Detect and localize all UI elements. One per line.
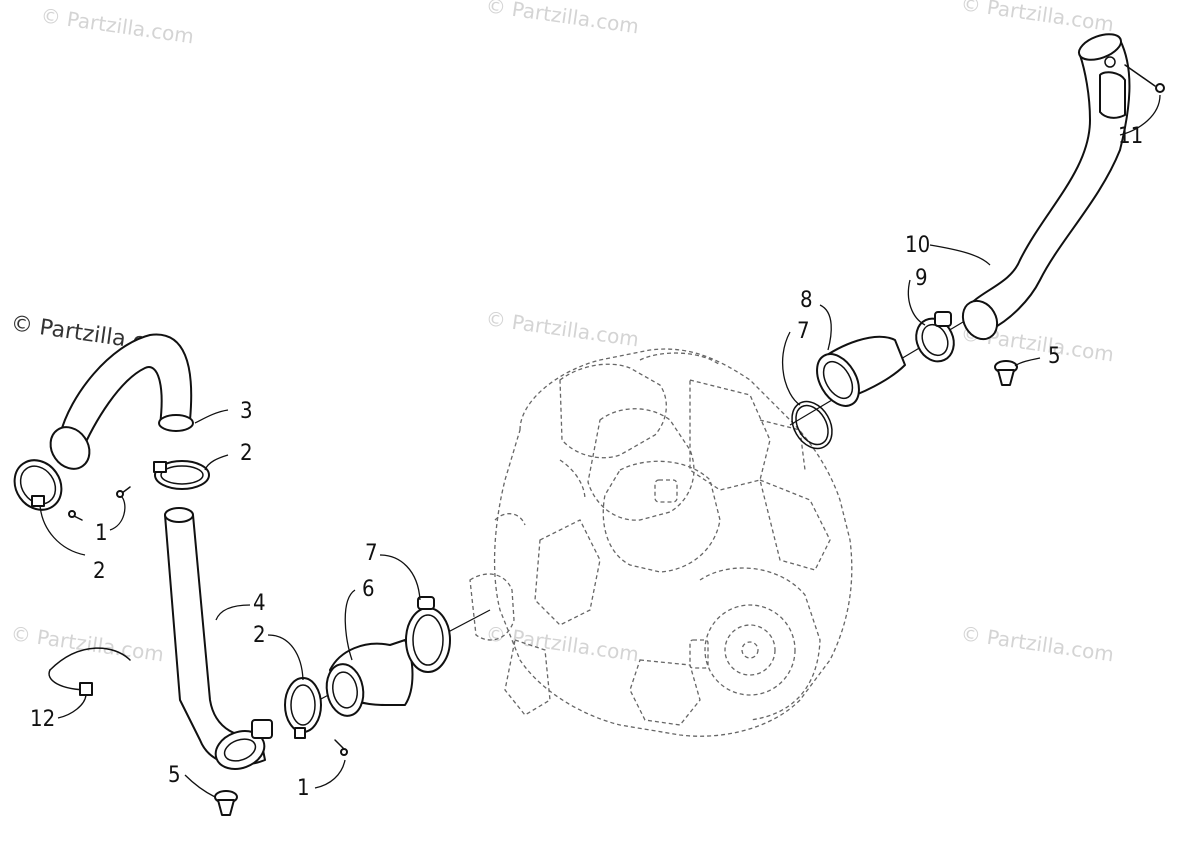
callout-3: 3 bbox=[240, 399, 253, 424]
callout-10: 10 bbox=[905, 233, 930, 258]
leader-lines bbox=[39, 94, 1161, 798]
callout-5-right: 5 bbox=[1048, 344, 1061, 369]
callout-1-upper: 1 bbox=[95, 521, 108, 546]
part-long-tube bbox=[164, 507, 273, 770]
part-s-tube bbox=[961, 33, 1131, 341]
callout-9: 9 bbox=[915, 266, 928, 291]
part-grommet-right bbox=[994, 360, 1018, 386]
watermark-lower-right: © Partzilla.com bbox=[959, 621, 1115, 666]
part-clamp-upper bbox=[153, 460, 210, 490]
callout-4: 4 bbox=[253, 591, 266, 616]
watermark-center: © Partzilla.com bbox=[484, 306, 640, 351]
callout-11: 11 bbox=[1118, 124, 1143, 149]
watermark-top-center: © Partzilla.com bbox=[484, 0, 640, 38]
part-oring-right bbox=[791, 400, 833, 450]
callout-1-lower: 1 bbox=[297, 776, 310, 801]
watermark-top-left: © Partzilla.com bbox=[39, 3, 195, 48]
part-clamp-lower bbox=[284, 677, 322, 739]
part-clamp-left bbox=[13, 459, 63, 511]
engine-block bbox=[469, 348, 853, 737]
watermark-lower-left: © Partzilla.com bbox=[9, 621, 165, 666]
part-grommet-left bbox=[214, 790, 238, 816]
part-clamp-right bbox=[915, 311, 955, 363]
part-screw-right bbox=[1124, 64, 1165, 93]
part-coupler-boot bbox=[325, 639, 414, 717]
callout-7-right: 7 bbox=[797, 319, 810, 344]
callout-2-left: 2 bbox=[93, 559, 106, 584]
part-upper-elbow-hose bbox=[49, 333, 194, 470]
watermark-top-right: © Partzilla.com bbox=[959, 0, 1115, 36]
part-intake-adapter bbox=[816, 335, 906, 407]
callout-8: 8 bbox=[800, 288, 813, 313]
callout-7-left: 7 bbox=[365, 541, 378, 566]
callout-numbers: 1 2 3 2 4 2 6 7 1 5 12 8 7 9 10 11 5 bbox=[30, 124, 1143, 801]
callout-12: 12 bbox=[30, 707, 55, 732]
part-clamp-engine-left bbox=[405, 596, 451, 673]
part-hose-clip bbox=[48, 647, 131, 696]
callout-5-left: 5 bbox=[168, 763, 181, 788]
callout-2-lower: 2 bbox=[253, 623, 266, 648]
callout-2-upper: 2 bbox=[240, 441, 253, 466]
callout-6: 6 bbox=[362, 577, 375, 602]
part-screws bbox=[68, 486, 348, 756]
